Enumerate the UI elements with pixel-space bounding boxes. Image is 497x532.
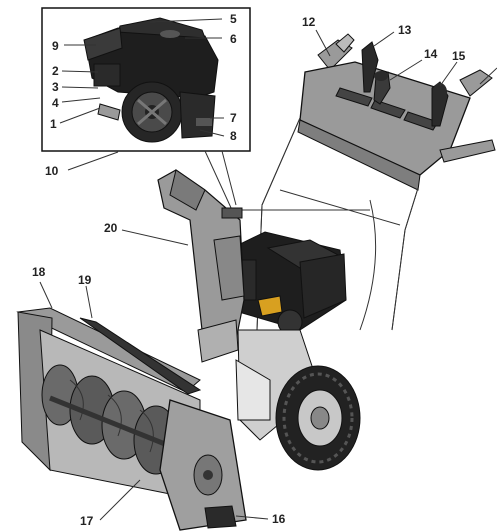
callout-4: 4 <box>52 96 59 110</box>
callout-20: 20 <box>104 221 118 235</box>
callout-18: 18 <box>32 265 46 279</box>
discharge-chute <box>157 169 245 363</box>
callout-12: 12 <box>302 15 316 29</box>
engine-inset: 1 2 3 4 5 6 7 8 9 <box>41 7 251 152</box>
callout-17: 17 <box>80 514 94 528</box>
frame-and-wheel <box>235 329 361 471</box>
callout-16: 16 <box>272 512 286 526</box>
callout-3: 3 <box>52 80 59 94</box>
main-engine <box>227 231 347 335</box>
callout-2: 2 <box>52 64 59 78</box>
callout-5: 5 <box>230 12 237 26</box>
handle-assembly <box>230 33 496 381</box>
augers <box>41 364 181 475</box>
callout-15: 15 <box>452 49 466 63</box>
inset-leaders <box>59 18 225 137</box>
callout-1: 1 <box>50 117 57 131</box>
callout-14: 14 <box>424 47 438 61</box>
callout-13: 13 <box>398 23 412 37</box>
callout-10: 10 <box>45 164 59 178</box>
callout-19: 19 <box>78 273 92 287</box>
callout-7: 7 <box>230 111 237 125</box>
auger-housing <box>16 307 247 531</box>
callout-8: 8 <box>230 129 237 143</box>
callout-6: 6 <box>230 32 237 46</box>
inset-engine <box>83 17 219 143</box>
callout-9: 9 <box>52 39 59 53</box>
